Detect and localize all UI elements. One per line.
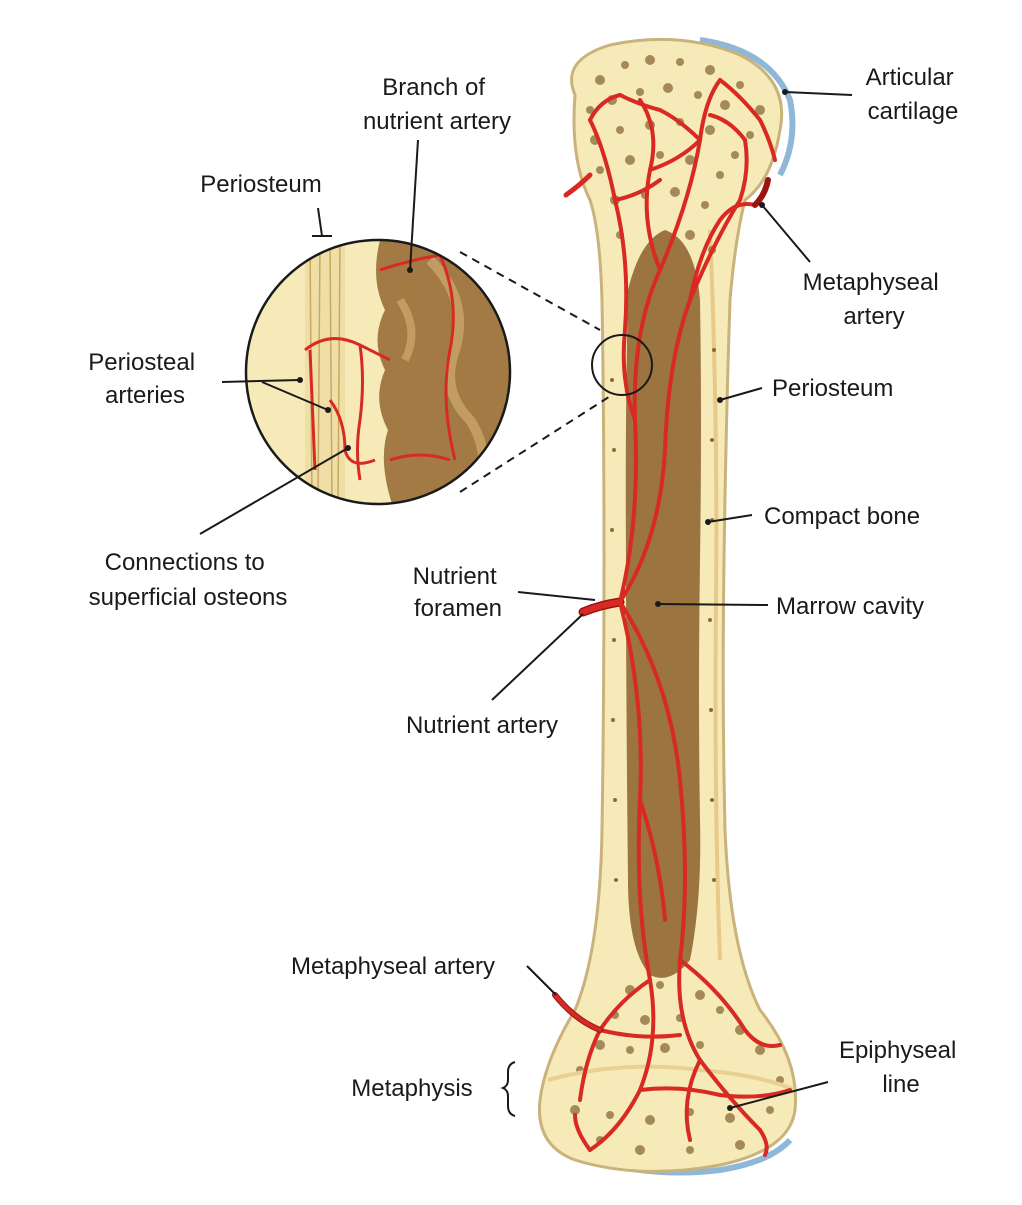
arteries	[552, 78, 792, 1157]
label-nutrient-artery: Nutrient artery	[406, 712, 558, 739]
periosteum-layer	[708, 229, 722, 961]
spongy-bone-top	[586, 55, 765, 254]
label-metaphysis: Metaphysis	[351, 1075, 472, 1102]
label-connections-to-superficial-osteons: Connections to superficial osteons	[89, 549, 288, 611]
labels: Branch of nutrient artery Periosteum Per…	[88, 64, 963, 1102]
label-periosteal-arteries: Periosteal arteries	[88, 349, 201, 409]
label-compact-bone: Compact bone	[764, 503, 920, 530]
label-periosteum: Periosteum	[772, 375, 893, 402]
metaphyseal-artery-top-vessel	[752, 177, 771, 208]
bone	[537, 37, 798, 1176]
label-branch-of-nutrient-artery: Branch of nutrient artery	[363, 74, 511, 135]
zoom-connector-bottom	[459, 394, 613, 493]
zoom-reference-circle	[591, 334, 653, 396]
label-metaphyseal-artery-bottom: Metaphyseal artery	[291, 953, 495, 980]
compact-bone-pores	[610, 348, 716, 882]
label-periosteum-inset: Periosteum	[200, 171, 321, 198]
label-nutrient-foramen: Nutrient foramen	[413, 563, 504, 622]
inset-circle-border	[244, 238, 512, 506]
zoom-connector-top	[459, 251, 601, 331]
leader-lines	[199, 91, 853, 1117]
magnified-inset	[244, 238, 653, 506]
spongy-bone-bottom	[570, 981, 784, 1155]
leader-dots	[297, 89, 788, 1111]
label-metaphyseal-artery-top: Metaphyseal artery	[803, 269, 946, 330]
articular-cartilage-shape	[699, 37, 796, 177]
label-marrow-cavity: Marrow cavity	[776, 593, 924, 620]
metaphysis-brace	[500, 1061, 516, 1117]
label-epiphyseal-line: Epiphyseal line	[839, 1037, 963, 1098]
label-articular-cartilage: Articular cartilage	[866, 64, 961, 125]
